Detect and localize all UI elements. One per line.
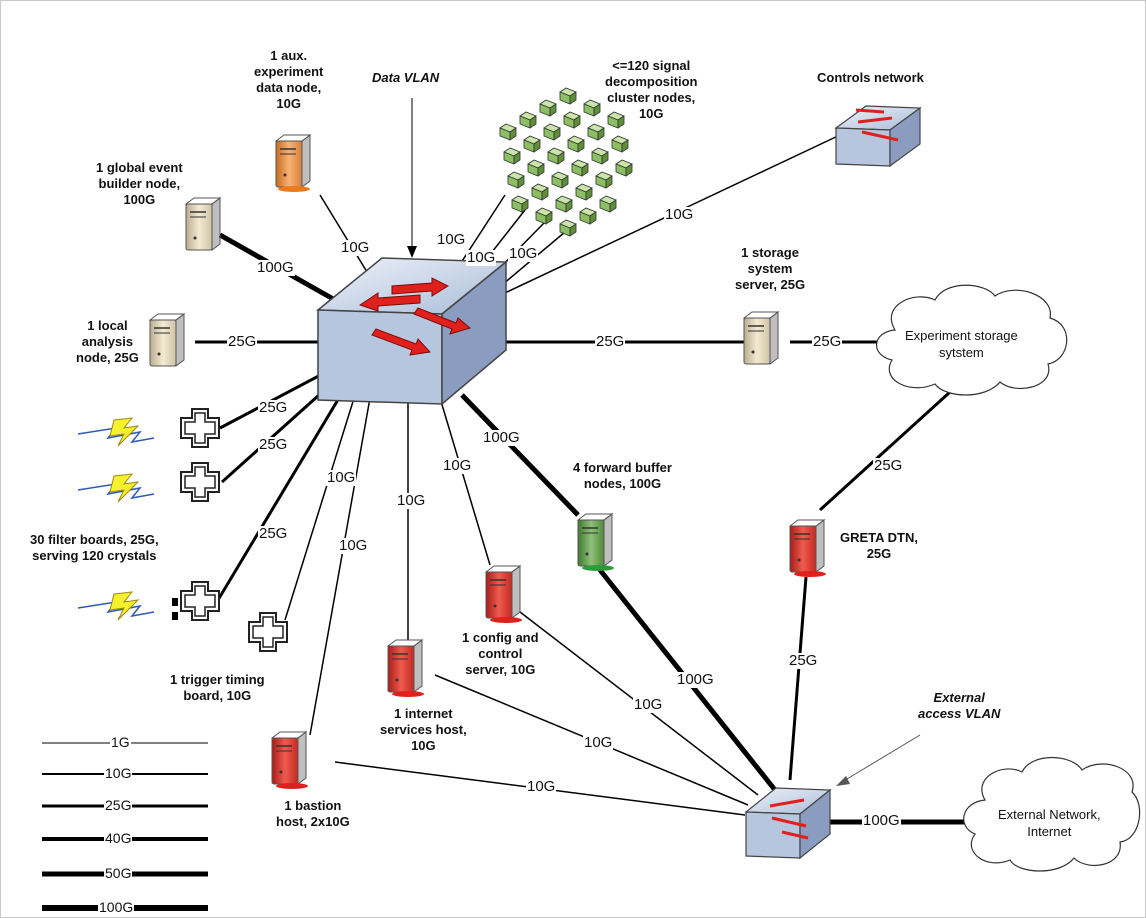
link-label-internet-services: 10G [396, 492, 427, 509]
legend-50g: 50G [104, 865, 133, 881]
link-label-local-analysis: 25G [227, 333, 258, 350]
main-switch [315, 257, 509, 406]
link-label-storage-server: 25G [595, 333, 626, 350]
server-aux [275, 134, 311, 192]
link-label-storage-cloud: 25G [812, 333, 843, 350]
server-bastion [271, 731, 308, 789]
link-label-aux: 10G [340, 239, 371, 256]
link-label-signal-b: 10G [466, 249, 497, 266]
link-label-filter-1: 25G [258, 399, 289, 416]
link-label-greta-ext: 25G [788, 652, 819, 669]
link-label-filter-3: 25G [258, 525, 289, 542]
label-controls-network: Controls network [817, 70, 924, 85]
link-label-signal-c: 10G [508, 245, 539, 262]
filter-board-1 [180, 408, 220, 448]
link-label-forward-buffer: 100G [482, 429, 521, 446]
server-local-analysis [149, 313, 185, 367]
link-label-controls: 10G [664, 206, 695, 223]
storage-cloud [876, 284, 1068, 396]
server-config [485, 565, 522, 623]
server-global-event [185, 197, 221, 251]
link-label-config-ext: 10G [633, 696, 664, 713]
filter-board-2 [180, 462, 220, 502]
server-forward-buffer [577, 513, 614, 571]
lightning-2 [77, 473, 155, 503]
link-label-filter-2: 25G [258, 436, 289, 453]
legend-10g: 10G [104, 765, 133, 781]
link-label-ext-internet: 100G [862, 812, 901, 829]
link-label-cloud-greta: 25G [873, 457, 904, 474]
lightning-3 [77, 591, 155, 621]
external-cloud [963, 756, 1141, 872]
link-label-bastion-ext: 10G [526, 778, 557, 795]
label-greta-dtn: GRETA DTN,25G [840, 530, 918, 561]
external-switch [744, 787, 832, 860]
vlan-arrows [407, 98, 921, 786]
controls-switch [834, 105, 922, 168]
link-label-bastion: 10G [338, 537, 369, 554]
link-label-fb-ext: 100G [676, 671, 715, 688]
label-external-cloud: External Network,Internet [998, 807, 1101, 839]
server-storage [743, 311, 779, 365]
server-greta-dtn [789, 519, 826, 577]
link-label-config: 10G [442, 457, 473, 474]
lightning-1 [77, 417, 155, 447]
label-data-vlan: Data VLAN [372, 70, 440, 85]
label-filter-boards: 30 filter boards, 25G,serving 120 crysta… [30, 532, 159, 563]
link-label-signal-a: 10G [436, 231, 467, 248]
server-internet-services [387, 639, 424, 697]
trigger-board [248, 612, 288, 652]
legend-25g: 25G [104, 797, 133, 813]
legend-100g: 100G [98, 899, 135, 915]
filter-board-3 [180, 581, 220, 621]
legend-1g: 1G [110, 734, 131, 750]
link-label-trigger: 10G [326, 469, 357, 486]
link-label-global-event: 100G [256, 259, 295, 276]
legend-40g: 40G [104, 830, 133, 846]
link-label-inet-ext: 10G [583, 734, 614, 751]
